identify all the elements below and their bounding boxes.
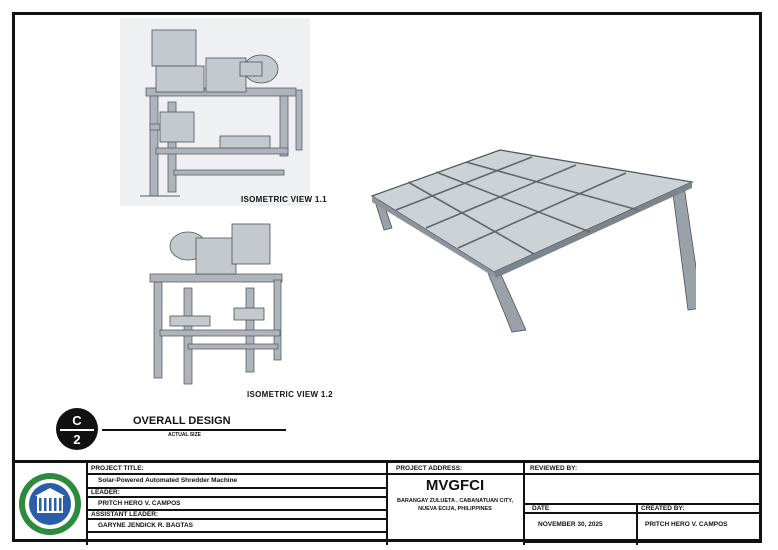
divider <box>86 509 386 511</box>
assistant-leader-value: GARYNE JENDICK R. BAGTAS <box>98 522 193 529</box>
project-address-value: BARANGAY ZULUETA , CABANATUAN CITY, NUEV… <box>396 498 513 512</box>
divider <box>386 463 388 545</box>
sheet-marker-number: 2 <box>73 432 81 447</box>
institution-seal <box>19 473 81 535</box>
project-address-label: PROJECT ADDRESS: <box>396 465 463 472</box>
overall-design-title: OVERALL DESIGN <box>133 415 231 427</box>
leader-label: LEADER: <box>91 489 120 496</box>
isometric-render-2 <box>149 223 283 385</box>
leader-value: PRITCH HERO V. CAMPOS <box>98 500 181 507</box>
project-title-label: PROJECT TITLE: <box>91 465 144 472</box>
divider <box>523 473 762 475</box>
divider <box>86 531 386 533</box>
overall-design-underline <box>102 429 286 431</box>
reviewed-by-label: REVIEWED BY: <box>530 465 578 472</box>
project-title-value: Solar-Powered Automated Shredder Machine <box>98 477 238 484</box>
divider <box>86 496 386 498</box>
sheet-marker-divider <box>60 429 94 431</box>
created-by-value: PRITCH HERO V. CAMPOS <box>645 521 728 528</box>
divider <box>86 473 386 475</box>
isometric-view-1-label: ISOMETRIC VIEW 1.1 <box>241 195 327 204</box>
divider <box>523 512 762 514</box>
isometric-render-1 <box>120 18 310 206</box>
divider <box>523 541 762 543</box>
title-block: PROJECT TITLE: Solar-Powered Automated S… <box>14 460 762 545</box>
solar-panel-render <box>370 149 696 333</box>
overall-design-subtitle: ACTUAL SIZE <box>168 432 201 438</box>
isometric-view-2-label: ISOMETRIC VIEW 1.2 <box>247 390 333 399</box>
divider <box>386 473 523 475</box>
date-label: DATE <box>532 505 550 512</box>
sheet-marker-letter: C <box>72 413 82 428</box>
date-value: NOVEMBER 30, 2025 <box>538 521 603 528</box>
organization-name: MVGFCI <box>425 477 485 494</box>
assistant-leader-label: ASSISTANT LEADER: <box>91 511 159 518</box>
divider <box>523 503 762 505</box>
divider <box>86 487 386 489</box>
created-by-label: CREATED BY: <box>641 505 685 512</box>
sheet-marker: C 2 <box>56 408 98 450</box>
divider <box>86 518 386 520</box>
divider <box>636 503 638 545</box>
divider <box>86 463 88 545</box>
